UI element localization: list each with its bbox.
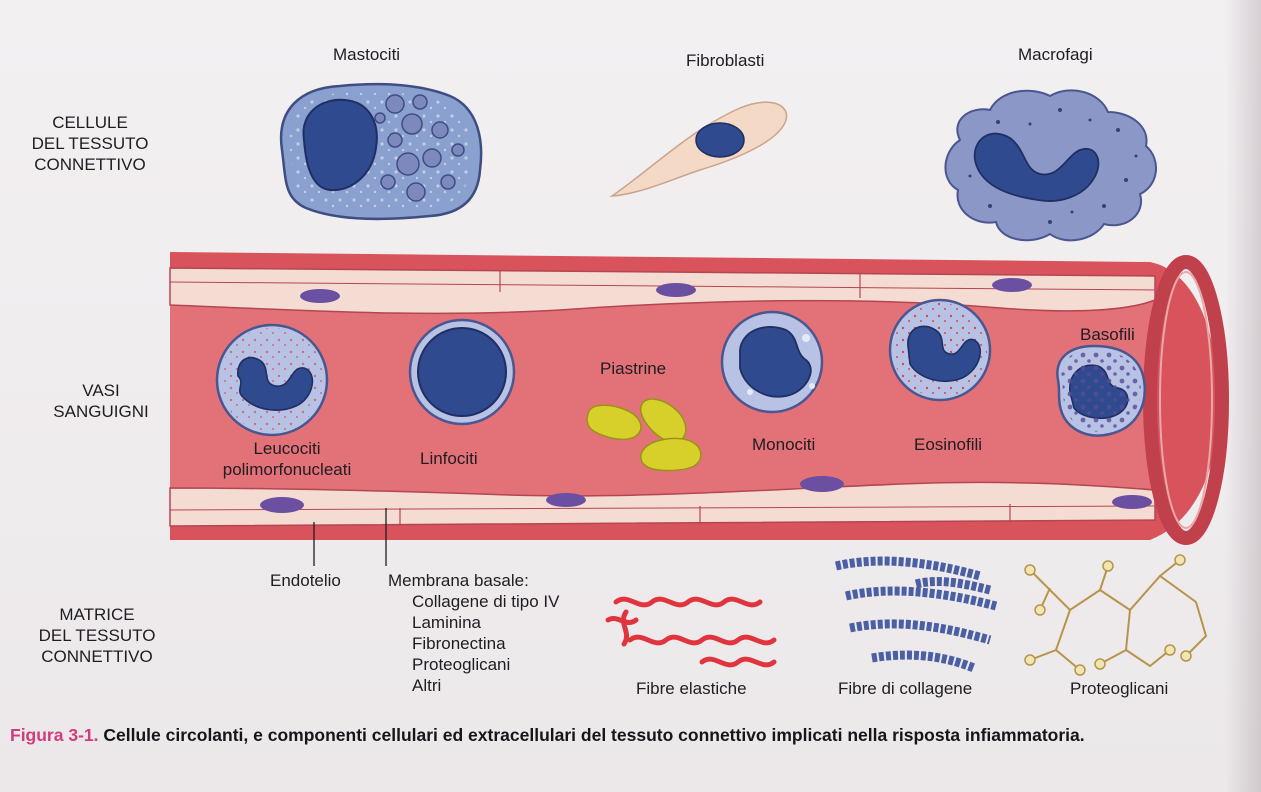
basement-membrane-item-3: Fibronectina	[412, 633, 506, 654]
elastic-fibres-illustration	[608, 599, 774, 665]
label-platelets: Piastrine	[600, 358, 666, 379]
label-proteoglycans: Proteoglicani	[1070, 678, 1168, 699]
page-gutter-shadow	[1225, 0, 1261, 792]
section-label-connective-matrix: MATRICE DEL TESSUTO CONNETTIVO	[22, 604, 172, 667]
label-eosinophils: Eosinofili	[914, 434, 982, 455]
fibroblast-illustration	[612, 102, 787, 196]
basement-membrane-item-4: Proteoglicani	[412, 654, 510, 675]
lymphocyte-illustration	[410, 320, 514, 424]
label-macrophages: Macrofagi	[1018, 44, 1093, 65]
section-label-connective-tissue-cells: CELLULE DEL TESSUTO CONNETTIVO	[20, 112, 160, 175]
label-monocytes: Monociti	[752, 434, 815, 455]
proteoglycans-illustration	[1025, 555, 1206, 675]
monocyte-illustration	[722, 312, 822, 412]
basement-membrane-item-5: Altri	[412, 675, 441, 696]
basement-membrane-item-2: Laminina	[412, 612, 481, 633]
macrophage-illustration	[945, 90, 1156, 240]
label-lymphocytes: Linfociti	[420, 448, 478, 469]
label-elastic-fibres: Fibre elastiche	[636, 678, 747, 699]
collagen-fibres-illustration	[836, 561, 996, 668]
neutrophil-illustration	[217, 325, 327, 435]
label-endothelium: Endotelio	[270, 570, 341, 591]
caption-text: Cellule circolanti, e componenti cellula…	[103, 725, 1084, 745]
figure-number: Figura 3-1.	[10, 725, 99, 745]
label-mast-cells: Mastociti	[333, 44, 400, 65]
mast-cell-illustration	[281, 84, 481, 219]
section-label-blood-vessels: VASI SANGUIGNI	[46, 380, 156, 422]
label-fibroblasts: Fibroblasti	[686, 50, 764, 71]
basophil-illustration	[1057, 346, 1144, 436]
eosinophil-illustration	[890, 300, 990, 400]
label-basophils: Basofili	[1080, 324, 1135, 345]
label-neutrophils: Leucociti polimorfonucleati	[212, 438, 362, 480]
label-basement-membrane: Membrana basale:	[388, 570, 529, 591]
label-collagen-fibres: Fibre di collagene	[838, 678, 972, 699]
basement-membrane-item-1: Collagene di tipo IV	[412, 591, 559, 612]
figure-caption: Figura 3-1. Cellule circolanti, e compon…	[10, 724, 1240, 746]
